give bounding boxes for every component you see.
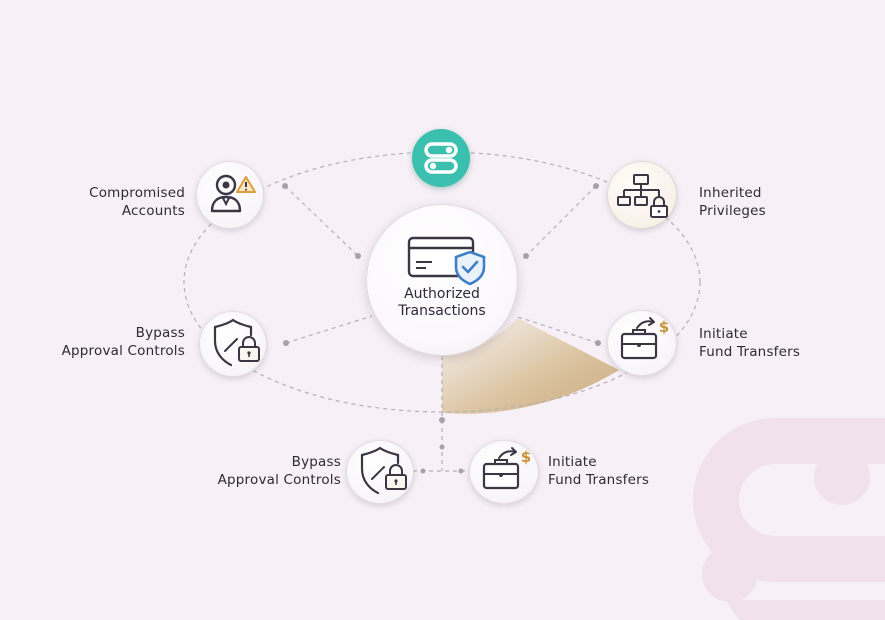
briefcase-dollar-icon: $ [482, 447, 531, 490]
label-line1: Bypass [291, 454, 341, 470]
shield-lock-icon [360, 446, 407, 495]
node-bypass-approval-upper [199, 311, 267, 377]
label-initiate-fund-lower: Initiate Fund Transfers [548, 453, 649, 489]
node-bypass-approval-lower [346, 440, 414, 504]
label-line1: Compromised [89, 185, 185, 201]
svg-text:$: $ [659, 318, 669, 336]
svg-text:$: $ [521, 448, 531, 466]
label-line2: Fund Transfers [699, 344, 801, 360]
brand-logo-icon [412, 129, 470, 187]
hierarchy-lock-icon [617, 174, 668, 218]
label-line1: Initiate [699, 326, 748, 342]
label-line2: Fund Transfers [548, 472, 650, 488]
label-line1: Inherited [699, 185, 762, 201]
credit-card-shield-icon [407, 236, 486, 286]
label-inherited-privileges: Inherited Privileges [699, 184, 766, 220]
label-bypass-approval-lower: Bypass Approval Controls [218, 453, 341, 489]
label-line2: Approval Controls [61, 343, 185, 359]
watermark-logo [693, 418, 885, 620]
label-line1: Initiate [548, 454, 597, 470]
node-compromised-accounts [196, 161, 264, 229]
node-inherited-privileges [607, 161, 677, 229]
node-initiate-fund-upper: $ [607, 310, 677, 376]
label-bypass-approval-upper: Bypass Approval Controls [62, 324, 185, 360]
center-label-line2: Transactions [398, 303, 486, 319]
node-initiate-fund-lower: $ [469, 440, 539, 504]
center-node-authorized-transactions [366, 204, 518, 356]
center-node-label: Authorized Transactions [366, 286, 518, 320]
highlight-wedge [442, 318, 619, 414]
shield-lock-icon [213, 318, 260, 367]
label-line2: Privileges [699, 203, 766, 219]
label-line1: Bypass [135, 325, 185, 341]
center-label-line1: Authorized [404, 286, 480, 302]
briefcase-dollar-icon: $ [620, 317, 669, 360]
label-initiate-fund-upper: Initiate Fund Transfers [699, 325, 800, 361]
label-line2: Approval Controls [217, 472, 341, 488]
label-compromised-accounts: Compromised Accounts [89, 184, 185, 220]
user-warning-icon [210, 174, 256, 213]
label-line2: Accounts [121, 203, 185, 219]
